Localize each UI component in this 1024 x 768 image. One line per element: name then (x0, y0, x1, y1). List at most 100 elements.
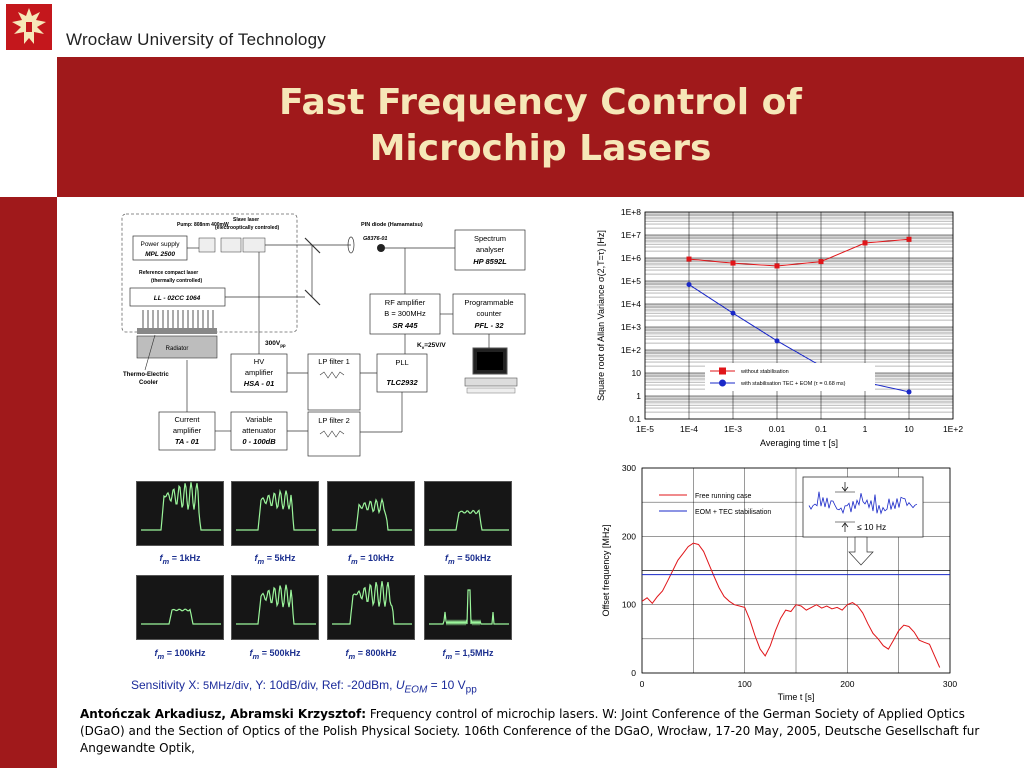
spectrum-model: HP 8592L (473, 257, 507, 266)
data-point (730, 310, 736, 316)
y-tick-label: 1E+8 (621, 207, 641, 217)
power-supply-label: Power supply (140, 241, 180, 248)
rf-model: SR 445 (392, 321, 418, 330)
scope-caption: fm = 100kHz (154, 648, 206, 661)
y-tick-label: 1E+7 (621, 230, 641, 240)
x-tick-label: 10 (904, 424, 914, 434)
data-point (818, 259, 824, 265)
legend-label: EOM + TEC stabilisation (695, 509, 771, 516)
citation-text: Frequency control of microchip lasers. W… (80, 707, 980, 755)
y-tick-label: 0.1 (629, 414, 641, 424)
legend-box (705, 363, 875, 391)
y-tick-label: 1E+4 (621, 299, 641, 309)
counter-label-1: Programmable (464, 298, 513, 307)
scope-image (231, 575, 319, 640)
data-point (906, 236, 912, 242)
sensitivity-caption: Sensitivity X: 5MHz/div, Y: 10dB/div, Re… (131, 678, 477, 696)
scope-image (424, 575, 512, 640)
experiment-block-diagram: Pump: 808nm 400mW Slave laser (electroop… (121, 213, 526, 457)
spectrum-label-1: Spectrum (474, 234, 506, 243)
thermo-cooler-label-1: Thermo-Electric (123, 372, 169, 378)
x-tick-label: 0.01 (769, 424, 786, 434)
variable-model: 0 - 100dB (242, 437, 276, 446)
x-tick-label: 300 (943, 679, 957, 689)
x-tick-label: 1E-4 (680, 424, 698, 434)
y-axis-label: Offset frequency [MHz] (601, 525, 611, 617)
left-white-block (0, 57, 57, 197)
current-label-1: Current (174, 415, 200, 424)
lp-filter-1-label: LP filter 1 (318, 357, 350, 366)
data-point (774, 263, 780, 269)
scope-caption: fm = 1,5MHz (442, 648, 494, 661)
ll-model: LL - 02CC 1064 (154, 295, 201, 302)
header-bar: Wrocław University of Technology (0, 0, 1024, 57)
y-tick-label: 100 (622, 600, 636, 610)
y-tick-label: 1E+5 (621, 276, 641, 286)
data-point (686, 282, 692, 288)
kv-label: Kv=25V/V (417, 342, 446, 350)
scope-caption: fm = 50kHz (445, 553, 491, 566)
title-line-2: Microchip Lasers (369, 128, 712, 169)
callout-arrow-icon (848, 536, 874, 566)
x-tick-label: 100 (738, 679, 752, 689)
y-tick-label: 10 (632, 368, 642, 378)
slave-laser-label: Slave laser (233, 217, 259, 223)
spectrum-label-2: analyser (476, 245, 505, 254)
variable-label-1: Variable (246, 415, 273, 424)
y-tick-label: 0 (631, 668, 636, 678)
scope-image (327, 481, 415, 546)
inset-annotation: ≤ 10 Hz (857, 522, 886, 532)
rf-label-2: B = 300MHz (384, 309, 426, 318)
rf-label-1: RF amplifier (385, 298, 426, 307)
data-point (686, 256, 692, 262)
power-supply-model: MPL 2500 (145, 251, 175, 258)
title-band (0, 57, 1024, 197)
y-axis-label: Square root of Allan Variance σ(2,T=τ) [… (596, 230, 606, 401)
counter-model: PFL - 32 (474, 321, 504, 330)
scope-image (231, 481, 319, 546)
title-line-1: Fast Frequency Control of (279, 82, 802, 123)
data-point (774, 338, 780, 344)
reference-laser-label: Reference compact laser (139, 270, 198, 276)
y-tick-label: 200 (622, 531, 636, 541)
pin-diode-model: G8376-01 (363, 236, 387, 242)
legend-marker (719, 367, 726, 375)
x-axis-label: Time t [s] (778, 692, 815, 702)
x-tick-label: 0.1 (815, 424, 827, 434)
scope-image (327, 575, 415, 640)
data-point (862, 240, 868, 246)
university-name: Wrocław University of Technology (66, 30, 326, 49)
hv-model: HSA - 01 (244, 379, 275, 388)
legend-label: without stabilisation (740, 369, 789, 375)
data-point (730, 260, 736, 266)
x-tick-label: 1E-3 (724, 424, 742, 434)
radiator-label: Radiator (166, 346, 189, 352)
arrow-up-icon (841, 522, 849, 532)
y-tick-label: 1E+3 (621, 322, 641, 332)
scope-caption: fm = 800kHz (345, 648, 397, 661)
current-model: TA - 01 (175, 437, 199, 446)
x-tick-label: 1E-5 (636, 424, 654, 434)
arrow-down-icon (841, 482, 849, 492)
y-tick-label: 1E+2 (621, 345, 641, 355)
y-tick-label: 300 (622, 463, 636, 473)
citation: Antończak Arkadiusz, Abramski Krzysztof:… (80, 706, 1000, 757)
pll-model: TLC2932 (386, 378, 418, 387)
scope-caption: fm = 500kHz (249, 648, 301, 661)
legend-marker (719, 379, 726, 387)
reference-laser-sub-label: (thermally controlled) (151, 278, 202, 284)
pll-label: PLL (395, 358, 408, 367)
stabilisation-inset: ≤ 10 Hz (802, 476, 924, 566)
scope-image (136, 481, 224, 546)
data-point (906, 389, 912, 395)
pump-label: Pump: 808nm 400mW (177, 222, 229, 228)
scope-image (136, 575, 224, 640)
x-axis-label: Averaging time τ [s] (760, 438, 838, 448)
series-line (641, 542, 941, 668)
scope-caption: fm = 10kHz (348, 553, 394, 566)
variable-label-2: attenuator (242, 426, 276, 435)
